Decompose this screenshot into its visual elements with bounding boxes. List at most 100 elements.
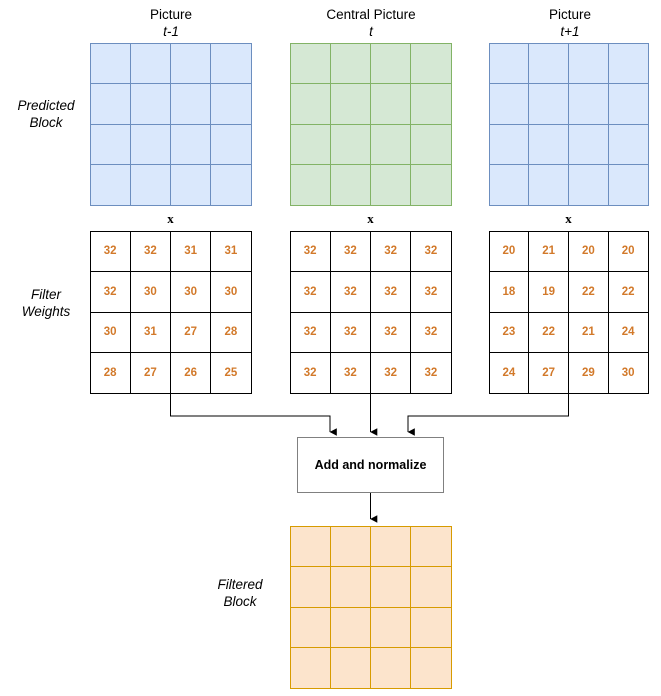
weight-cell: 32 <box>410 352 452 394</box>
block-cell <box>370 525 412 567</box>
block-cell <box>129 83 171 125</box>
block-cell <box>329 123 371 165</box>
block-cell <box>329 164 371 206</box>
filter-weights-table-prev: 32 32 31 31 32 30 30 30 30 31 27 28 28 2… <box>89 230 252 394</box>
weight-cell: 31 <box>170 230 212 272</box>
block-cell <box>289 647 331 689</box>
weight-cell: 21 <box>568 311 609 353</box>
weight-cell: 22 <box>607 271 649 313</box>
block-cell <box>170 83 212 125</box>
column-header-prev-name: Picture <box>149 7 193 22</box>
wire-next-to-process <box>407 393 570 436</box>
block-cell <box>289 606 331 648</box>
weight-cell: 25 <box>210 352 252 394</box>
column-header-prev: Picture t-1 <box>90 6 252 40</box>
weight-cell: 30 <box>170 271 212 313</box>
weight-cell: 22 <box>528 311 569 353</box>
row-label-predicted-block: Predicted Block <box>4 97 88 131</box>
block-cell <box>89 83 131 125</box>
weight-cell: 32 <box>370 352 412 394</box>
row-label-filtered-block: Filtered Block <box>198 576 282 610</box>
filter-weights-table-next: 20 21 20 20 18 19 22 22 23 22 21 24 24 2… <box>488 230 649 394</box>
block-cell <box>289 42 331 84</box>
weight-cell: 32 <box>410 230 452 272</box>
weight-cell: 27 <box>129 352 171 394</box>
weight-cell: 30 <box>129 271 171 313</box>
block-cell <box>488 83 530 125</box>
weight-cell: 32 <box>129 230 171 272</box>
weight-cell: 32 <box>89 230 131 272</box>
weight-cell: 20 <box>568 230 609 272</box>
row-label-predicted-block-line2: Block <box>29 115 63 130</box>
block-cell <box>488 164 530 206</box>
block-cell <box>329 83 371 125</box>
block-cell <box>410 42 452 84</box>
weight-cell: 32 <box>289 311 331 353</box>
weight-cell: 32 <box>329 311 371 353</box>
filter-weights-table-central: 32 32 32 32 32 32 32 32 32 32 32 32 32 3… <box>289 230 452 394</box>
block-cell <box>89 123 131 165</box>
weight-cell: 30 <box>210 271 252 313</box>
weight-cell: 22 <box>568 271 609 313</box>
row-label-filter-weights-line2: Weights <box>21 304 71 319</box>
block-cell <box>410 566 452 608</box>
weight-cell: 32 <box>289 230 331 272</box>
weight-cell: 18 <box>488 271 530 313</box>
predicted-block-prev <box>89 42 252 206</box>
column-header-next-time: t+1 <box>560 24 580 39</box>
weight-cell: 32 <box>329 352 371 394</box>
weight-cell: 32 <box>370 230 412 272</box>
block-cell <box>370 606 412 648</box>
block-cell <box>170 123 212 165</box>
block-cell <box>89 164 131 206</box>
block-cell <box>289 83 331 125</box>
column-header-prev-time: t-1 <box>163 24 179 39</box>
block-cell <box>289 164 331 206</box>
block-cell <box>607 164 649 206</box>
column-header-central: Central Picture t <box>290 6 452 40</box>
block-cell <box>568 164 609 206</box>
weight-cell: 27 <box>170 311 212 353</box>
weight-cell: 24 <box>488 352 530 394</box>
block-cell <box>410 647 452 689</box>
weight-cell: 32 <box>370 311 412 353</box>
wire-prev-to-process <box>169 393 337 436</box>
weight-cell: 20 <box>488 230 530 272</box>
row-label-filtered-block-line1: Filtered <box>217 577 263 592</box>
weight-cell: 27 <box>528 352 569 394</box>
block-cell <box>370 42 412 84</box>
weight-cell: 32 <box>370 271 412 313</box>
block-cell <box>129 42 171 84</box>
block-cell <box>370 123 412 165</box>
weight-cell: 32 <box>89 271 131 313</box>
block-cell <box>329 566 371 608</box>
weight-cell: 28 <box>210 311 252 353</box>
weight-cell: 29 <box>568 352 609 394</box>
block-cell <box>129 123 171 165</box>
weight-cell: 26 <box>170 352 212 394</box>
block-cell <box>129 164 171 206</box>
block-cell <box>210 83 252 125</box>
block-cell <box>329 525 371 567</box>
multiply-operator-prev: x <box>167 211 174 226</box>
block-cell <box>329 647 371 689</box>
add-and-normalize-box[interactable]: Add and normalize <box>297 437 444 493</box>
block-cell <box>170 42 212 84</box>
weight-cell: 24 <box>607 311 649 353</box>
weight-cell: 32 <box>329 230 371 272</box>
block-cell <box>528 83 569 125</box>
block-cell <box>410 123 452 165</box>
weight-cell: 28 <box>89 352 131 394</box>
add-and-normalize-label: Add and normalize <box>314 458 427 472</box>
row-label-filter-weights: Filter Weights <box>4 286 88 320</box>
weight-cell: 31 <box>210 230 252 272</box>
block-cell <box>607 123 649 165</box>
weight-cell: 23 <box>488 311 530 353</box>
block-cell <box>528 123 569 165</box>
block-cell <box>528 164 569 206</box>
weight-cell: 31 <box>129 311 171 353</box>
row-label-filtered-block-line2: Block <box>223 594 257 609</box>
weight-cell: 32 <box>410 311 452 353</box>
predicted-block-next <box>488 42 649 206</box>
